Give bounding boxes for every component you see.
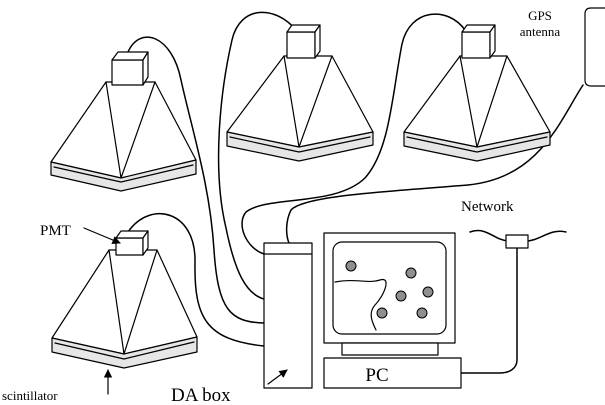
scintillator-label: scintillator <box>2 388 58 403</box>
pc-base <box>323 357 462 389</box>
gps-label-line2: antenna <box>520 24 561 39</box>
pc-monitor <box>323 232 456 356</box>
da-box-arrow <box>267 369 288 385</box>
detector-1 <box>50 51 197 192</box>
cable-gps-antenna <box>285 84 584 244</box>
cable-network-to-pc <box>460 247 518 374</box>
cable-detector-2 <box>217 11 297 300</box>
gps-label-line1: GPS <box>528 8 552 23</box>
pc-label: PC <box>365 365 388 386</box>
cable-detector-4 <box>127 213 265 347</box>
network-connector <box>505 234 529 249</box>
cable-detector-3 <box>241 13 466 255</box>
detector-3 <box>403 24 551 162</box>
da-box-label: DA box <box>171 385 231 405</box>
da-box <box>263 242 313 389</box>
detector-2 <box>226 24 374 162</box>
pmt-arrow <box>83 227 121 244</box>
pmt-label: PMT <box>40 223 71 239</box>
cable-detector-1 <box>127 36 265 324</box>
gps-antenna <box>584 7 605 87</box>
detector-4 <box>51 230 198 369</box>
network-label: Network <box>461 199 514 215</box>
